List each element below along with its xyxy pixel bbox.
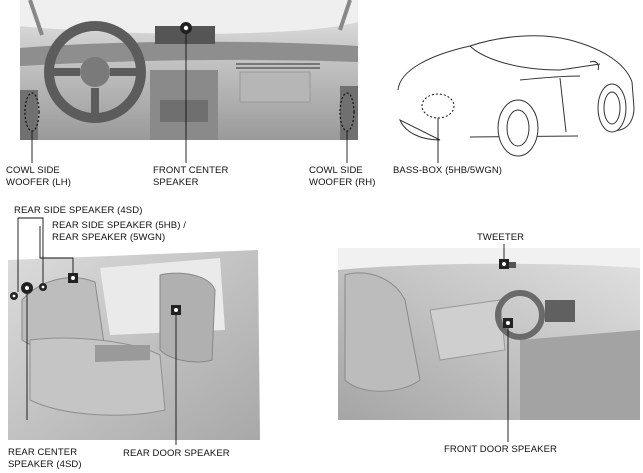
label-rear-side-speaker-4sd: REAR SIDE SPEAKER (4SD) bbox=[14, 205, 143, 216]
label-front-center-speaker: FRONT CENTER SPEAKER bbox=[153, 165, 228, 188]
front-cabin-photo bbox=[338, 248, 640, 420]
car-outline-drawing bbox=[397, 35, 635, 157]
label-tweeter: TWEETER bbox=[477, 232, 525, 243]
label-line: REAR SIDE SPEAKER (5HB) / bbox=[52, 220, 186, 231]
rear-seat-photo bbox=[8, 250, 260, 440]
label-line: COWL SIDE bbox=[309, 165, 363, 176]
label-line: WOOFER (RH) bbox=[309, 176, 376, 188]
label-line: COWL SIDE bbox=[6, 165, 60, 176]
dashboard-photo bbox=[20, 0, 358, 140]
label-line: SPEAKER (4SD) bbox=[8, 458, 82, 470]
label-bass-box: BASS-BOX (5HB/5WGN) bbox=[393, 165, 503, 176]
label-line: SPEAKER bbox=[153, 176, 199, 188]
label-rear-side-speaker-5hb: REAR SIDE SPEAKER (5HB) / REAR SPEAKER (… bbox=[52, 220, 186, 243]
label-line: REAR SPEAKER (5WGN) bbox=[52, 231, 166, 243]
label-front-door-speaker: FRONT DOOR SPEAKER bbox=[444, 444, 558, 455]
label-cowl-side-woofer-lh: COWL SIDE WOOFER (LH) bbox=[6, 165, 71, 188]
label-line: REAR CENTER bbox=[8, 447, 78, 458]
label-rear-door-speaker: REAR DOOR SPEAKER bbox=[123, 448, 230, 459]
label-rear-center-speaker: REAR CENTER SPEAKER (4SD) bbox=[8, 447, 82, 470]
leader-lines bbox=[17, 34, 509, 445]
label-cowl-side-woofer-rh: COWL SIDE WOOFER (RH) bbox=[309, 165, 376, 188]
label-line: WOOFER (LH) bbox=[6, 176, 71, 188]
label-line: FRONT CENTER bbox=[153, 165, 229, 176]
